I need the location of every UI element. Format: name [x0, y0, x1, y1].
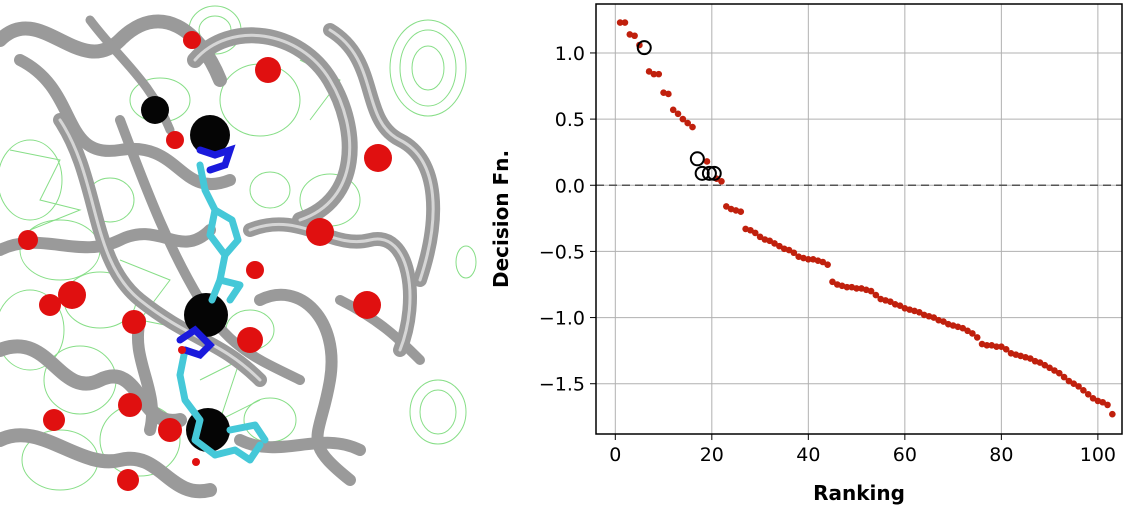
x-axis-label: Ranking: [813, 481, 905, 505]
data-point: [843, 283, 851, 291]
data-point: [785, 246, 793, 254]
data-point: [1084, 391, 1092, 398]
data-point: [1036, 359, 1044, 366]
data-point: [776, 242, 783, 250]
highlighted-point: [636, 40, 652, 56]
data-point: [805, 256, 812, 263]
data-point: [1055, 369, 1063, 377]
data-point: [829, 278, 836, 286]
data-point: [1070, 380, 1078, 388]
data-point: [1099, 398, 1106, 406]
highlighted-point: [689, 151, 705, 167]
y-tick-label: 0.5: [555, 109, 585, 131]
data-point: [771, 240, 778, 247]
data-point: [684, 119, 691, 127]
x-tick-label: 20: [700, 444, 724, 466]
data-point: [756, 233, 764, 241]
data-point: [940, 318, 947, 325]
x-tick-label: 80: [989, 444, 1013, 466]
data-point: [747, 226, 754, 234]
data-point: [930, 314, 938, 321]
data-point: [751, 229, 759, 237]
data-point: [1060, 373, 1068, 381]
data-point: [872, 291, 880, 299]
data-point: [1046, 364, 1053, 372]
data-point: [722, 203, 730, 210]
protein-structure-image: [0, 0, 478, 507]
data-point: [1089, 394, 1097, 402]
data-point: [998, 343, 1005, 350]
data-point: [969, 330, 976, 337]
data-point: [959, 324, 967, 332]
data-point: [616, 19, 624, 26]
data-point: [867, 287, 875, 295]
y-tick-label: 0.0: [555, 175, 585, 197]
data-point: [824, 261, 831, 268]
data-point: [1109, 410, 1116, 418]
data-point: [1041, 361, 1049, 369]
data-point: [689, 123, 696, 131]
y-axis-label: Decision Fn.: [489, 150, 513, 288]
y-tick-label: −1.0: [539, 308, 585, 330]
x-tick-label: 0: [609, 444, 621, 466]
y-tick-label: 1.0: [555, 43, 585, 65]
data-point: [853, 285, 860, 292]
oxygen-atoms: [18, 31, 392, 491]
y-tick-label: −0.5: [539, 241, 585, 263]
data-point: [718, 177, 725, 185]
x-tick-label: 40: [796, 444, 820, 466]
data-point: [1104, 401, 1111, 409]
plot-frame: [595, 3, 1123, 435]
data-point: [916, 308, 923, 316]
data-point: [1051, 367, 1058, 374]
ligand-sticks: [176, 161, 269, 464]
data-point: [964, 327, 971, 335]
data-point: [1075, 383, 1082, 390]
data-point: [631, 32, 638, 40]
data-point: [665, 90, 672, 98]
data-point: [737, 208, 745, 216]
data-point: [790, 249, 798, 257]
data-point: [887, 298, 894, 305]
x-tick-label: 60: [893, 444, 917, 466]
data-point: [819, 258, 827, 266]
data-point: [896, 302, 904, 309]
data-point: [1027, 355, 1034, 362]
data-point: [645, 68, 653, 75]
data-point: [703, 158, 711, 165]
data-point: [679, 115, 687, 123]
data-point: [1065, 377, 1073, 385]
data-point: [669, 106, 677, 114]
data-point: [650, 70, 658, 78]
y-tick-label: −1.5: [539, 374, 585, 396]
data-point: [621, 19, 629, 26]
data-point: [983, 342, 991, 349]
x-tick-label: 100: [1080, 444, 1116, 466]
data-point: [674, 110, 682, 118]
highlighted-point: [706, 165, 722, 181]
data-point: [993, 343, 1000, 350]
highlighted-point: [701, 165, 717, 181]
data-point: [1002, 346, 1010, 353]
data-point: [1080, 387, 1087, 394]
data-point: [766, 237, 774, 245]
data-point: [973, 334, 981, 341]
data-point: [655, 70, 663, 78]
